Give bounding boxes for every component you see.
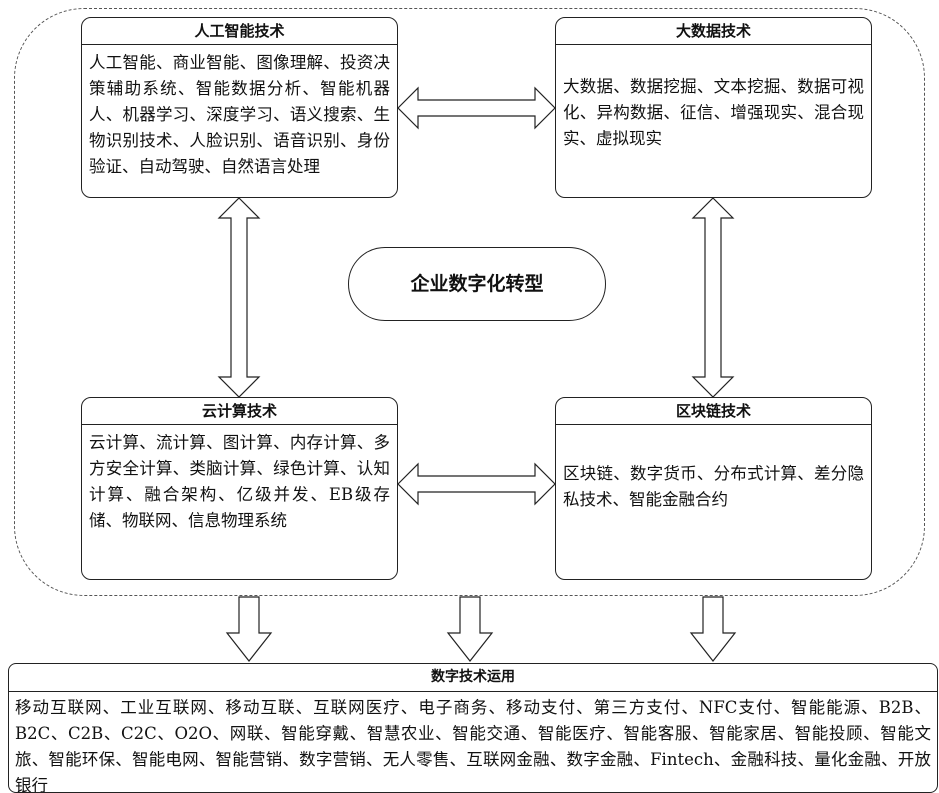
enterprise-digital-transformation-frame bbox=[14, 8, 925, 596]
big-data-technology-box: 大数据技术 大数据、数据挖掘、文本挖掘、数据可视化、异构数据、征信、增强现实、混… bbox=[555, 17, 872, 198]
ai-technology-box: 人工智能技术 人工智能、商业智能、图像理解、投资决策辅助系统、智能数据分析、智能… bbox=[81, 17, 398, 198]
cloud-computing-technology-title: 云计算技术 bbox=[82, 398, 397, 425]
arrow-ai-cloud bbox=[217, 197, 261, 398]
blockchain-technology-box: 区块链技术 区块链、数字货币、分布式计算、差分隐私技术、智能金融合约 bbox=[555, 397, 872, 580]
down-arrow-middle bbox=[446, 596, 494, 662]
digital-technology-application-box: 数字技术运用 移动互联网、工业互联网、移动互联、互联网医疗、电子商务、移动支付、… bbox=[8, 663, 938, 793]
down-arrow-left bbox=[225, 596, 273, 662]
cloud-computing-technology-body: 云计算、流计算、图计算、内存计算、多方安全计算、类脑计算、绿色计算、认知计算、融… bbox=[89, 433, 390, 530]
ai-technology-body: 人工智能、商业智能、图像理解、投资决策辅助系统、智能数据分析、智能机器人、机器学… bbox=[89, 53, 390, 176]
blockchain-technology-body: 区块链、数字货币、分布式计算、差分隐私技术、智能金融合约 bbox=[563, 464, 864, 509]
arrow-ai-bigdata bbox=[397, 86, 556, 130]
big-data-technology-body: 大数据、数据挖掘、文本挖掘、数据可视化、异构数据、征信、增强现实、混合现实、虚拟… bbox=[563, 77, 864, 148]
digital-technology-application-title: 数字技术运用 bbox=[9, 664, 937, 692]
cloud-computing-technology-box: 云计算技术 云计算、流计算、图计算、内存计算、多方安全计算、类脑计算、绿色计算、… bbox=[81, 397, 398, 580]
ai-technology-title: 人工智能技术 bbox=[82, 18, 397, 45]
big-data-technology-title: 大数据技术 bbox=[556, 18, 871, 45]
arrow-cloud-blockchain bbox=[397, 462, 556, 506]
arrow-bigdata-blockchain bbox=[691, 197, 735, 398]
digital-technology-application-body: 移动互联网、工业互联网、移动互联、互联网医疗、电子商务、移动支付、第三方支付、N… bbox=[15, 698, 931, 793]
down-arrow-right bbox=[689, 596, 737, 662]
center-node-digital-transformation: 企业数字化转型 bbox=[348, 247, 606, 321]
blockchain-technology-title: 区块链技术 bbox=[556, 398, 871, 425]
